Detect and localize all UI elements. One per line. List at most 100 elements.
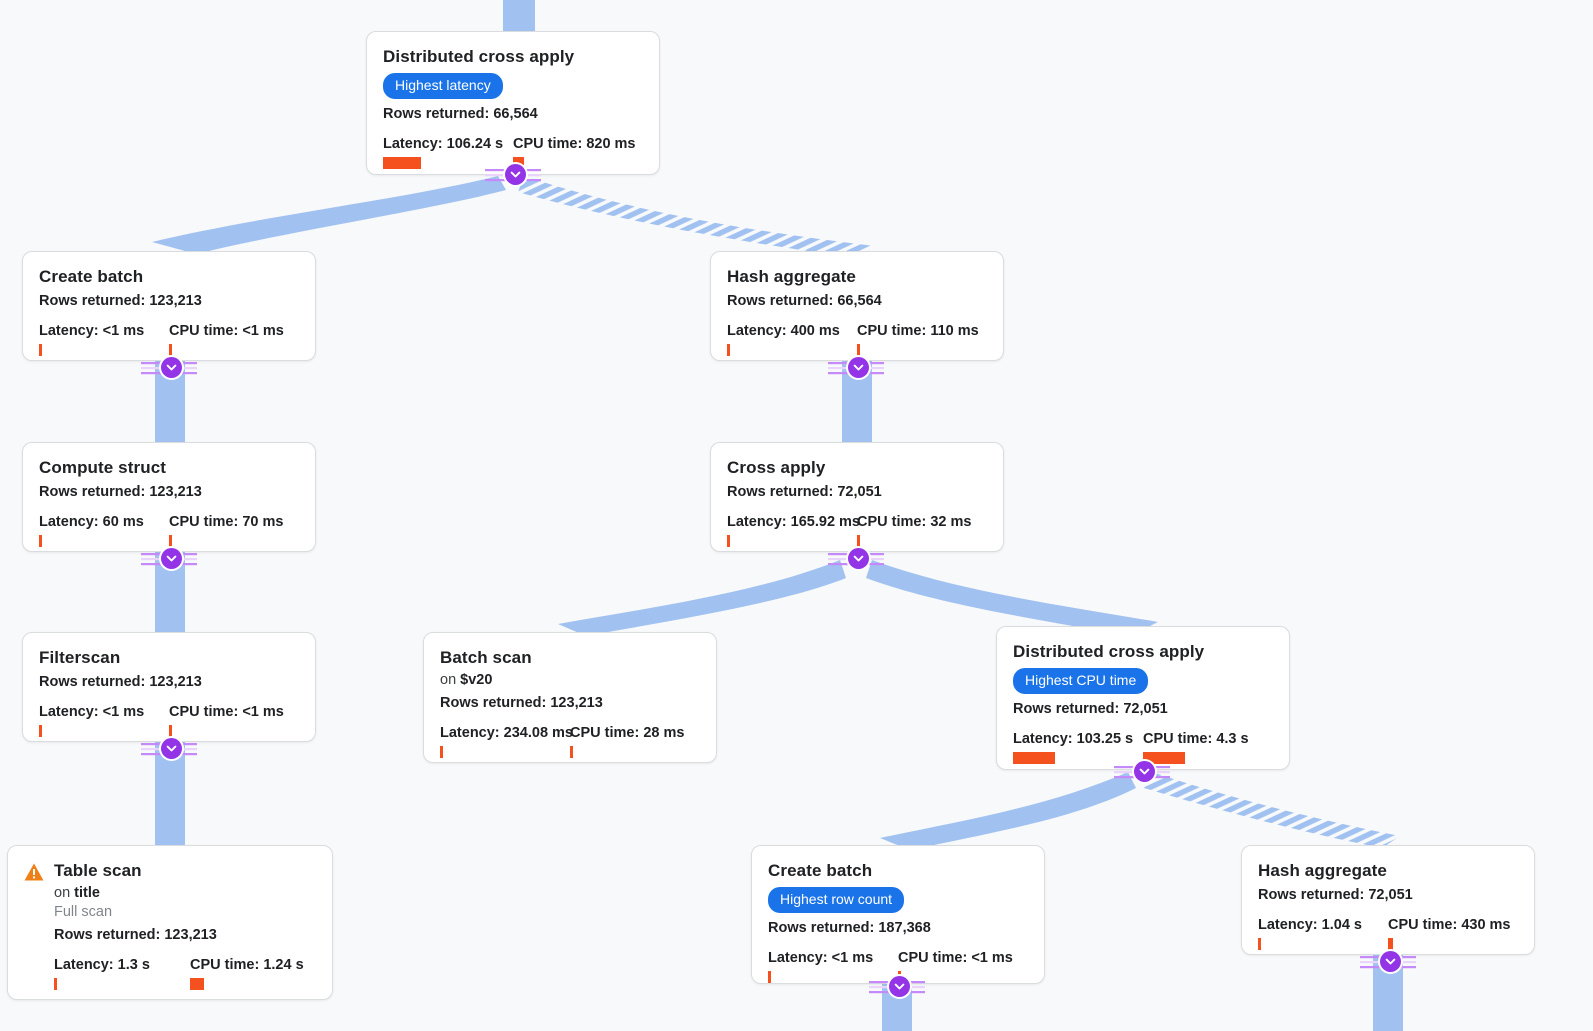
- cpu-metric: CPU time: 4.3 s: [1143, 731, 1249, 764]
- cpu-label: CPU time: 70 ms: [169, 514, 284, 530]
- cpu-bar: [513, 157, 524, 169]
- latency-label: Latency: <1 ms: [39, 323, 145, 339]
- expand-toggle-create-batch-left[interactable]: [141, 357, 197, 379]
- chevron-down-icon[interactable]: [848, 548, 869, 569]
- expand-toggle-hash-aggregate-upper[interactable]: [828, 357, 884, 379]
- node-title: Table scan: [54, 861, 142, 880]
- node-metrics: Latency: <1 ms CPU time: <1 ms: [39, 323, 299, 356]
- edge-root-to-hash-aggregate: [518, 176, 874, 258]
- cpu-bar: [857, 535, 860, 547]
- warning-triangle-icon: [24, 863, 44, 881]
- chevron-down-icon[interactable]: [161, 357, 182, 378]
- latency-label: Latency: 106.24 s: [383, 136, 504, 152]
- node-detail: Full scan: [54, 904, 113, 920]
- latency-metric: Latency: 234.08 ms: [440, 725, 573, 758]
- latency-label: Latency: <1 ms: [39, 704, 145, 720]
- latency-metric: Latency: 103.25 s: [1013, 731, 1143, 764]
- latency-label: Latency: 165.92 ms: [727, 514, 860, 530]
- node-title: Filterscan: [39, 648, 121, 667]
- chevron-down-icon[interactable]: [848, 357, 869, 378]
- rows-returned: Rows returned: 72,051: [1258, 887, 1413, 903]
- on-value: title: [74, 885, 100, 901]
- chevron-down-icon[interactable]: [1380, 951, 1401, 972]
- cpu-bar: [1388, 938, 1393, 950]
- latency-label: Latency: 1.04 s: [1258, 917, 1362, 933]
- expand-toggle-root[interactable]: [485, 164, 541, 186]
- rows-returned: Rows returned: 123,213: [39, 484, 202, 500]
- latency-metric: Latency: 1.3 s: [54, 957, 190, 990]
- edge-distributed-cross-apply-to-hash-aggregate: [1144, 772, 1400, 848]
- latency-metric: Latency: 1.04 s: [1258, 917, 1388, 950]
- rows-returned: Rows returned: 123,213: [39, 293, 202, 309]
- chevron-down-icon[interactable]: [505, 164, 526, 185]
- expand-toggle-filterscan[interactable]: [141, 738, 197, 760]
- expand-toggle-hash-aggregate-lower[interactable]: [1360, 951, 1416, 973]
- latency-bar: [54, 978, 57, 990]
- rows-returned: Rows returned: 66,564: [383, 106, 538, 122]
- edge-distributed-cross-apply-to-create-batch: [880, 772, 1136, 850]
- node-metrics: Latency: <1 ms CPU time: <1 ms: [39, 704, 299, 737]
- expand-toggle-cross-apply[interactable]: [828, 548, 884, 570]
- latency-bar: [39, 725, 42, 737]
- node-title: Create batch: [768, 861, 873, 880]
- on-label: on: [440, 672, 461, 688]
- cpu-bar: [169, 535, 172, 547]
- latency-metric: Latency: 60 ms: [39, 514, 169, 547]
- cpu-bar: [857, 344, 860, 356]
- chevron-down-icon[interactable]: [1134, 761, 1155, 782]
- latency-bar: [1258, 938, 1261, 950]
- expand-toggle-create-batch-lower[interactable]: [869, 976, 925, 998]
- latency-bar: [768, 971, 771, 983]
- edge-cross-apply-to-distributed-cross-apply: [866, 560, 1158, 636]
- cpu-label: CPU time: <1 ms: [898, 950, 1013, 966]
- chevron-down-icon[interactable]: [889, 976, 910, 997]
- latency-metric: Latency: <1 ms: [39, 704, 169, 737]
- cpu-label: CPU time: 4.3 s: [1143, 731, 1249, 747]
- cpu-label: CPU time: <1 ms: [169, 704, 284, 720]
- latency-bar: [1013, 752, 1055, 764]
- latency-metric: Latency: <1 ms: [768, 950, 898, 983]
- rows-returned: Rows returned: 72,051: [1013, 701, 1168, 717]
- cpu-metric: CPU time: 70 ms: [169, 514, 283, 547]
- node-title: Hash aggregate: [727, 267, 856, 286]
- status-badge: Highest row count: [768, 887, 905, 913]
- latency-bar: [440, 746, 443, 758]
- cpu-bar: [169, 344, 172, 356]
- cpu-label: CPU time: <1 ms: [169, 323, 284, 339]
- rows-returned: Rows returned: 123,213: [39, 674, 202, 690]
- expand-toggle-distributed-cross-apply-lower[interactable]: [1114, 761, 1170, 783]
- cpu-metric: CPU time: <1 ms: [169, 704, 284, 737]
- rows-returned: Rows returned: 123,213: [440, 695, 603, 711]
- chevron-down-icon[interactable]: [161, 738, 182, 759]
- latency-label: Latency: 103.25 s: [1013, 731, 1134, 747]
- cpu-metric: CPU time: <1 ms: [169, 323, 284, 356]
- edge-root-input: [503, 0, 535, 32]
- chevron-down-icon[interactable]: [161, 548, 182, 569]
- latency-label: Latency: 400 ms: [727, 323, 840, 339]
- node-title: Distributed cross apply: [383, 47, 575, 66]
- cpu-metric: CPU time: 28 ms: [570, 725, 684, 758]
- latency-metric: Latency: <1 ms: [39, 323, 169, 356]
- on-label: on: [54, 885, 75, 901]
- expand-toggle-compute-struct[interactable]: [141, 548, 197, 570]
- node-title: Distributed cross apply: [1013, 642, 1205, 661]
- cpu-bar: [1143, 752, 1185, 764]
- cpu-bar: [570, 746, 573, 758]
